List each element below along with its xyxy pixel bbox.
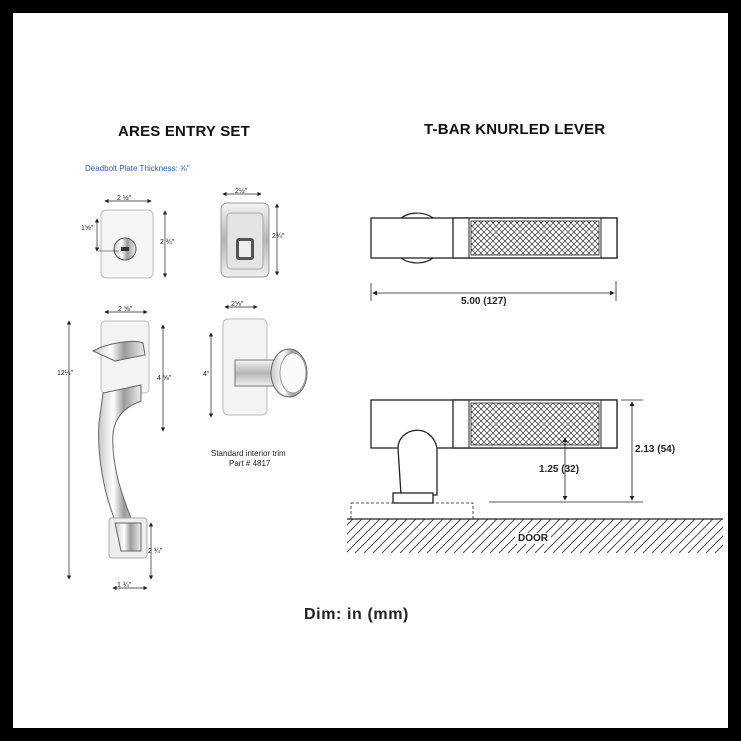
- right-title: T-BAR KNURLED LEVER: [424, 121, 606, 138]
- diagram-panel: ARES ENTRY SET T-BAR KNURLED LEVER Deadb…: [13, 13, 728, 728]
- dim-knob-height: 4": [203, 371, 210, 378]
- center-height-label: 1.25 (32): [539, 464, 580, 475]
- dim-deadbolt-cylinder-height: 1⅝": [81, 225, 94, 232]
- thumbturn-plate: [220, 202, 270, 278]
- lever-side-view: [370, 399, 618, 504]
- units-footer: Dim: in (mm): [304, 606, 409, 623]
- handleset-front: [91, 320, 150, 559]
- dim-deadbolt-height: 2 ¾": [160, 239, 175, 246]
- trim-note-line1: Standard interior trim: [211, 449, 286, 458]
- dim-deadbolt-width: 2 ½": [117, 195, 132, 202]
- overall-height-label: 2.13 (54): [635, 444, 676, 455]
- dim-handle-width: 2 ⅝": [118, 306, 133, 313]
- deadbolt-plate: [100, 209, 154, 279]
- dim-overall-height: 12¼": [57, 370, 74, 377]
- interior-knob: [222, 318, 308, 416]
- dim-knob-width: 2⅝": [231, 301, 244, 308]
- dim-bottom-plate-height: 2 ¾": [148, 548, 163, 555]
- deadbolt-thickness-note: Deadbolt Plate Thickness: ⅝": [85, 164, 190, 173]
- lever-top-view: [370, 212, 618, 264]
- dim-plate-height: 4 ⅝": [157, 375, 172, 382]
- diagram-drawing: [66, 191, 723, 591]
- rose-outline: [350, 502, 474, 520]
- left-title: ARES ENTRY SET: [118, 123, 250, 140]
- door-label: DOOR: [515, 533, 551, 544]
- dim-bottom-width: 1 ¾": [117, 582, 132, 589]
- dim-thumbturn-width: 2½": [235, 188, 248, 195]
- length-label: 5.00 (127): [461, 296, 507, 307]
- trim-note-line2: Part # 4817: [229, 459, 271, 468]
- dim-thumbturn-height: 2¾": [272, 233, 285, 240]
